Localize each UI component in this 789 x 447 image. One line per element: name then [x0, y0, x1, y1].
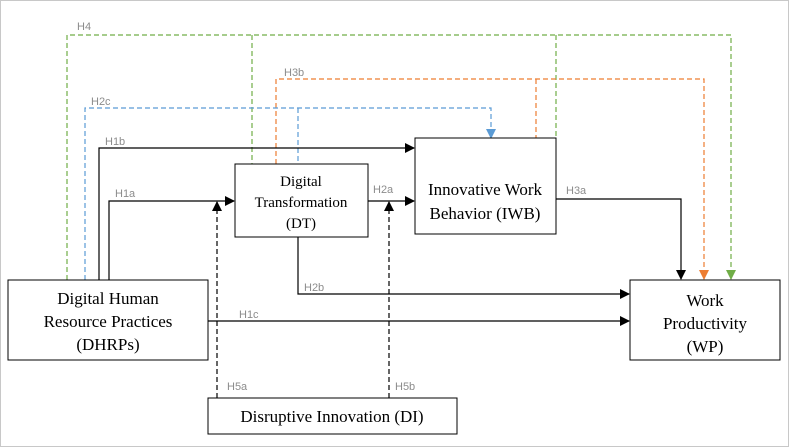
arrow-h3a: [556, 198, 686, 280]
node-wp-line-3: (WP): [687, 337, 724, 356]
node-iwb-line-1: Innovative Work: [428, 180, 542, 199]
node-dt-line-1: Digital: [280, 174, 322, 190]
node-wp-line-2: Productivity: [663, 314, 748, 333]
arrow-h2c: [84, 107, 496, 280]
label-h1b: H1b: [105, 136, 125, 148]
arrow-h1b: [98, 143, 415, 280]
node-wp: Work Productivity (WP): [629, 279, 781, 361]
arrow-h4: [66, 34, 736, 280]
node-iwb-line-2: Behavior (IWB): [430, 204, 541, 223]
label-h3a: H3a: [566, 185, 587, 197]
label-h5a: H5a: [227, 381, 248, 393]
label-h2b: H2b: [304, 282, 324, 294]
arrow-h3b: [275, 78, 709, 280]
node-wp-line-1: Work: [686, 291, 724, 310]
node-dhrps-line-2: Resource Practices: [44, 312, 173, 331]
label-h1c: H1c: [239, 309, 259, 321]
node-dhrps-line-3: (DHRPs): [76, 335, 139, 354]
label-h1a: H1a: [115, 188, 136, 200]
node-dt-line-3: (DT): [286, 216, 316, 232]
label-h2c: H2c: [91, 96, 111, 108]
node-di: Disruptive Innovation (DI): [207, 397, 458, 435]
node-iwb: Innovative Work Behavior (IWB): [414, 137, 557, 235]
label-h3b: H3b: [284, 67, 304, 79]
node-di-line-1: Disruptive Innovation (DI): [240, 407, 423, 426]
arrow-h1a: [108, 196, 235, 280]
label-h4: H4: [77, 21, 91, 33]
label-h2a: H2a: [373, 184, 394, 196]
arrow-h2b: [297, 237, 630, 299]
node-dt-line-2: Transformation: [255, 195, 348, 211]
node-dt: Digital Transformation (DT): [234, 163, 369, 238]
label-h5b: H5b: [395, 381, 415, 393]
node-dhrps-line-1: Digital Human: [57, 289, 159, 308]
node-dhrps: Digital Human Resource Practices (DHRPs): [7, 279, 209, 361]
